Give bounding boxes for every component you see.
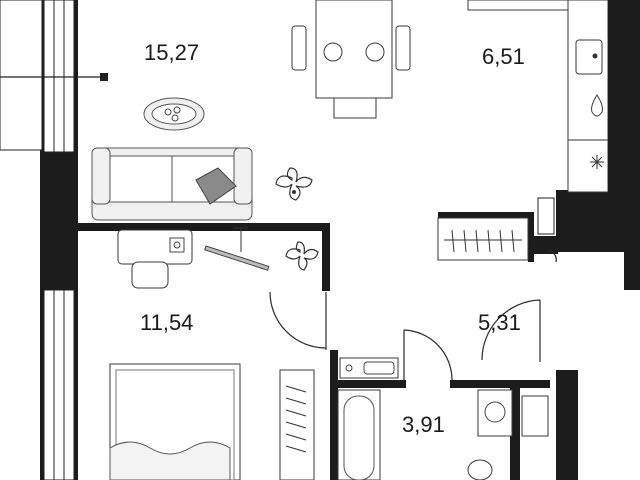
wardrobe-icon bbox=[437, 217, 529, 261]
desk-icon bbox=[117, 227, 270, 289]
dining-table-icon bbox=[291, 0, 411, 119]
plant-icon bbox=[285, 241, 319, 271]
stove-icon bbox=[591, 94, 603, 117]
wardrobe-icon bbox=[279, 369, 315, 480]
room-area-bedroom: 11,54 bbox=[140, 310, 193, 335]
room-area-living: 15,27 bbox=[144, 40, 199, 65]
room-area-kitchen: 6,51 bbox=[482, 44, 525, 69]
bed-icon bbox=[109, 363, 241, 480]
sofa-icon bbox=[91, 147, 253, 221]
room-area-hall: 5,31 bbox=[478, 310, 521, 335]
toilet-icon bbox=[467, 459, 493, 480]
bathtub-icon bbox=[337, 389, 381, 480]
shelf bbox=[521, 395, 549, 437]
sink-icon bbox=[575, 39, 603, 75]
kitchen-counter bbox=[467, 0, 640, 193]
washing-machine-icon bbox=[477, 389, 513, 437]
ceiling-lamp-icon bbox=[143, 97, 205, 131]
fridge-icon bbox=[568, 139, 608, 169]
room-area-bathroom: 3,91 bbox=[402, 412, 445, 437]
sink-icon bbox=[339, 357, 399, 379]
plant-icon bbox=[275, 167, 313, 201]
doors bbox=[269, 249, 557, 381]
